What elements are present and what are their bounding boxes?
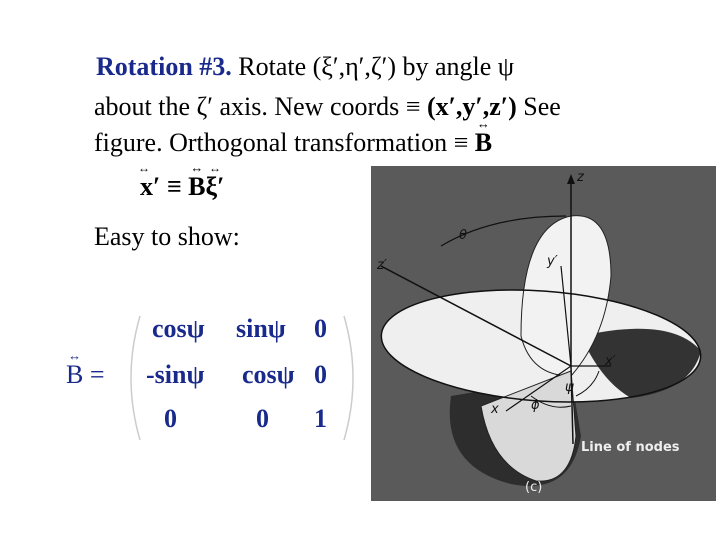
- figure-label-x-prime: x′: [605, 354, 616, 369]
- rotation-title: Rotation #3.: [96, 52, 232, 81]
- vector-arrow-icon: ↔: [138, 161, 150, 175]
- figure-caption: (c): [525, 480, 543, 495]
- line3-text: figure. Orthogonal transformation ≡: [94, 128, 475, 157]
- slide-line-1: Rotation #3. Rotate (ξ′,η′,ζ′) by angle …: [96, 52, 514, 82]
- xi-prime-vector: ↔ξ′: [205, 161, 225, 201]
- matrix-r1c3: 0: [314, 314, 327, 343]
- line2-text-a: about the ζ′ axis. New coords ≡: [94, 92, 427, 121]
- transformation-equation: ↔x′ ≡ ↔B↔ξ′: [138, 160, 225, 202]
- double-arrow-icon: ↔: [190, 160, 204, 175]
- matrix-r3c3: 1: [314, 404, 327, 433]
- figure-label-z: z: [577, 170, 584, 185]
- figure-label-x: x: [491, 402, 499, 417]
- line2-text-b: See: [516, 92, 561, 121]
- matrix-r1c2: sinψ: [236, 314, 286, 343]
- eq-b-symbol: ↔B: [188, 160, 206, 201]
- slide-line-2: about the ζ′ axis. New coords ≡ (x′,y′,z…: [94, 92, 561, 122]
- tensor-b-symbol: ↔B: [474, 116, 493, 157]
- figure-label-y-prime: y′: [547, 254, 558, 269]
- slide-line-3: figure. Orthogonal transformation ≡ ↔B: [94, 116, 493, 158]
- right-bracket: [343, 315, 354, 441]
- matrix-r3c1: 0: [164, 404, 177, 433]
- x-prime-vector: ↔x′: [138, 161, 161, 201]
- figure-label-line-of-nodes: Line of nodes: [581, 440, 680, 455]
- vector-arrow-icon: ↔: [208, 161, 221, 175]
- matrix-b-symbol: ↔B: [66, 348, 84, 389]
- matrix-r1c1: cosψ: [152, 314, 205, 343]
- figure-label-theta: θ: [459, 228, 467, 243]
- euler-angles-figure: z θ z′ y′ x′ x ϕ ψ Line of nodes (c): [371, 166, 716, 501]
- b-matrix-label: ↔B =: [66, 348, 105, 390]
- easy-to-show: Easy to show:: [94, 222, 240, 251]
- matrix-r2c1: -sinψ: [146, 360, 205, 389]
- equiv-sign: ≡: [160, 172, 189, 201]
- matrix-r2c3: 0: [314, 360, 327, 389]
- figure-label-psi: ψ: [565, 380, 574, 395]
- euler-diagram: [380, 174, 702, 486]
- double-arrow-icon: ↔: [476, 116, 490, 131]
- line1-text: Rotate (ξ′,η′,ζ′) by angle ψ: [231, 52, 515, 81]
- double-arrow-icon: ↔: [68, 348, 82, 363]
- matrix-r3c2: 0: [256, 404, 269, 433]
- matrix-r2c2: cosψ: [242, 360, 295, 389]
- left-bracket: [130, 315, 141, 441]
- figure-label-z-prime: z′: [377, 258, 387, 273]
- figure-label-phi: ϕ: [531, 398, 540, 413]
- matrix-equals: =: [83, 360, 105, 389]
- new-coords: (x′,y′,z′): [426, 92, 517, 121]
